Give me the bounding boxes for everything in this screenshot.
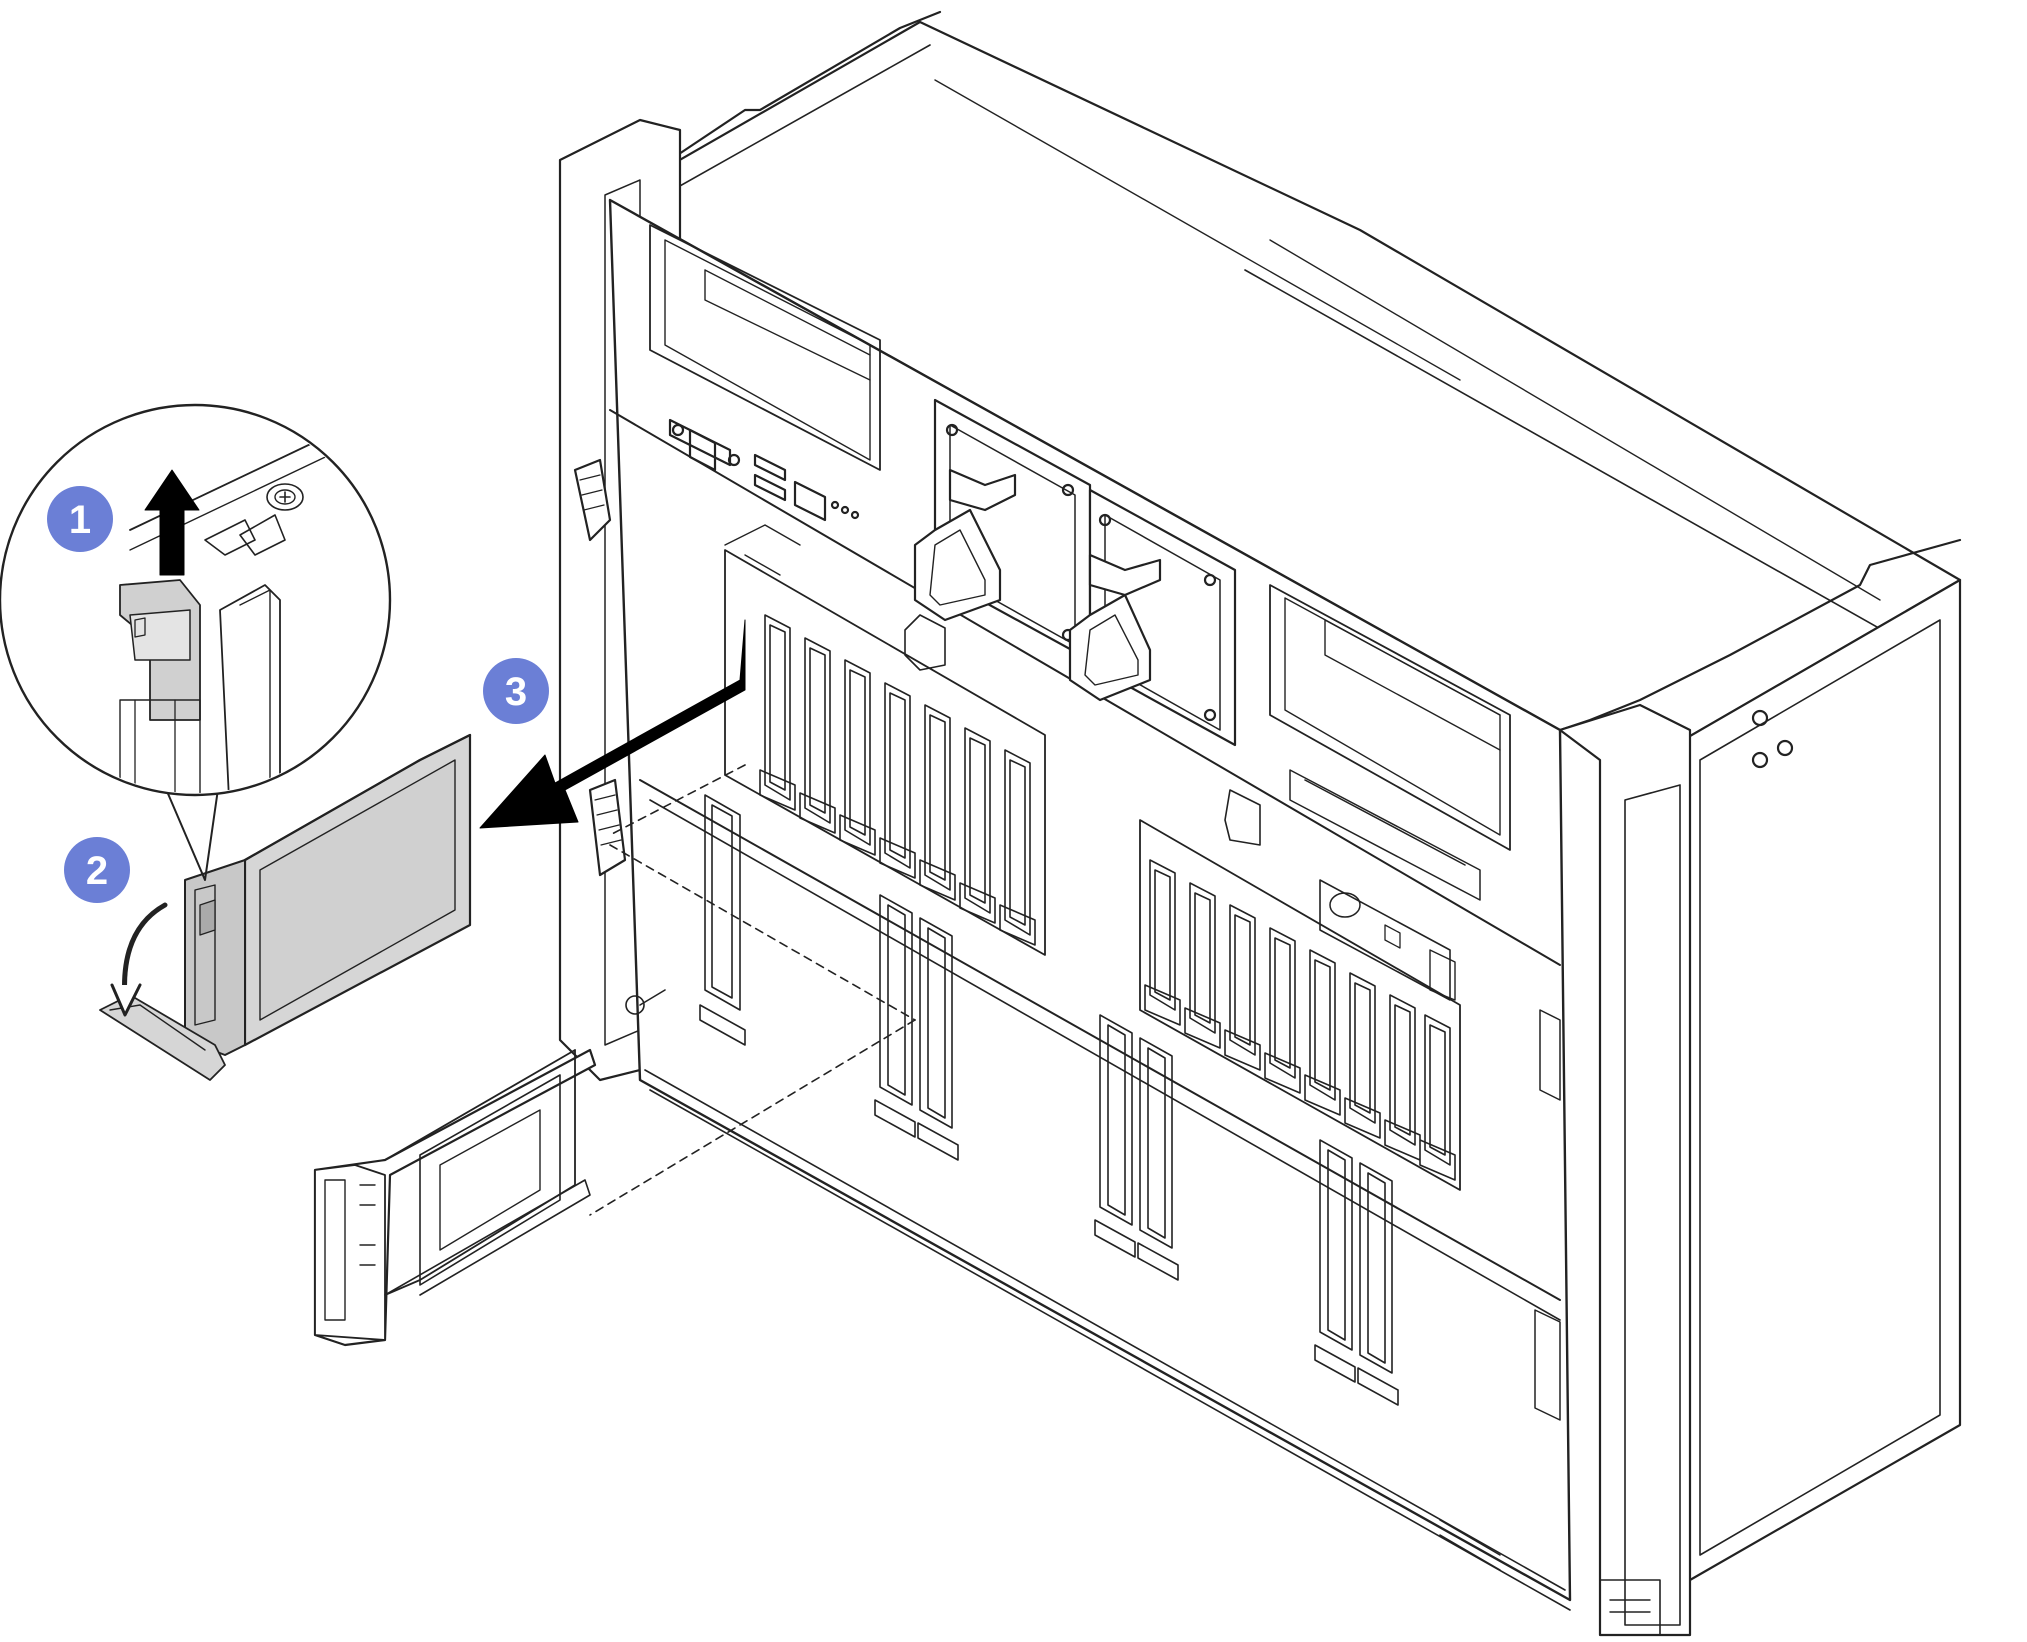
step-callout-3: 3 — [483, 658, 549, 724]
step-1-badge — [47, 486, 113, 552]
step-1-number: 1 — [69, 498, 91, 542]
server-chassis — [558, 10, 1962, 1637]
remove-arrow — [479, 619, 746, 829]
power-supply-2 — [1068, 488, 1237, 747]
lift-arrow — [144, 469, 200, 576]
right-drive-cage — [1139, 819, 1461, 1191]
rear-io-ports — [668, 418, 860, 522]
step-callout-2: 2 — [64, 837, 130, 903]
hot-swap-drive — [99, 733, 472, 1081]
step-2-number: 2 — [86, 849, 108, 893]
step-3-number: 3 — [505, 670, 527, 714]
power-supply-1 — [913, 398, 1092, 662]
step-2-badge — [64, 837, 130, 903]
step-3-badge — [483, 658, 549, 724]
drive-filler-blank — [313, 1048, 597, 1347]
screw-icon — [266, 483, 304, 511]
alignment-guides — [589, 764, 916, 1216]
step-callout-1: 1 — [47, 486, 113, 552]
pcie-slots — [699, 794, 1399, 1406]
magnified-detail-callout — [0, 403, 392, 881]
